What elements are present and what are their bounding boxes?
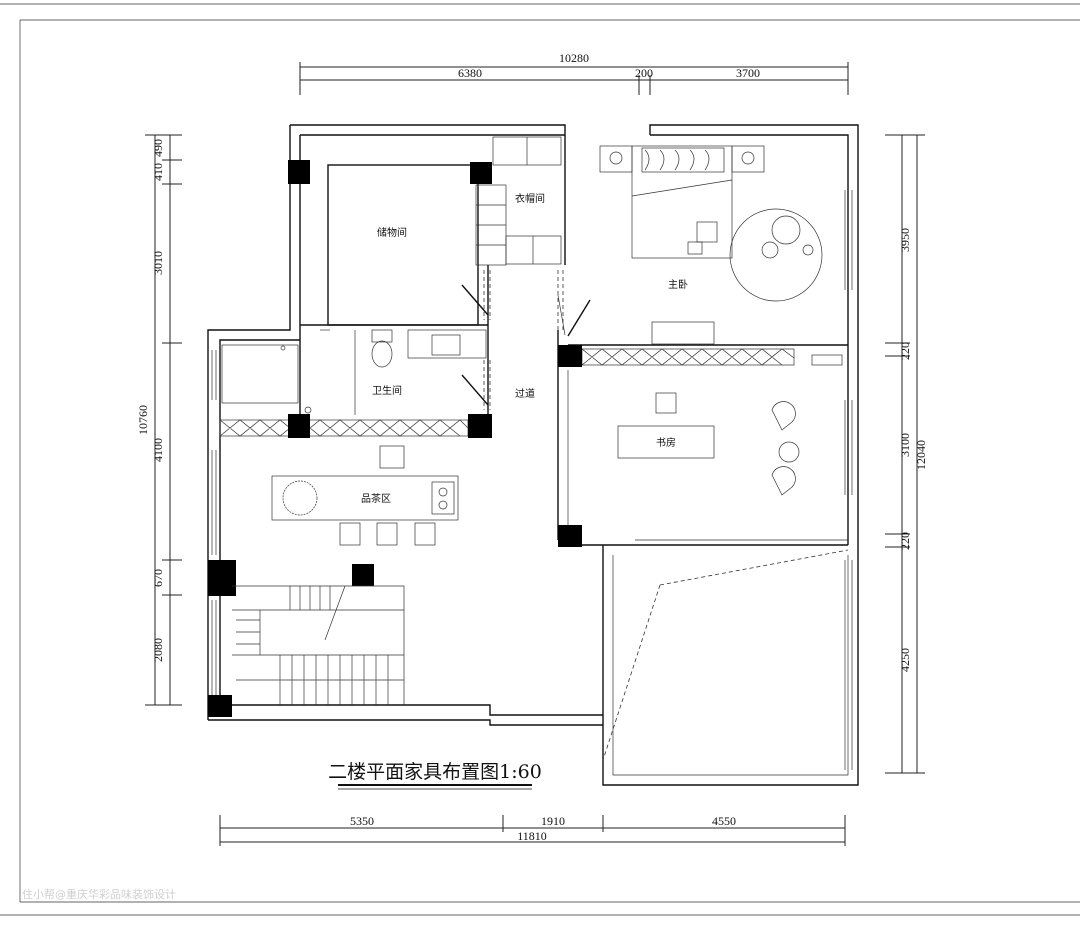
bathroom-fixtures xyxy=(221,329,487,414)
tea-area-furniture xyxy=(271,445,459,546)
dim-right-2: 220 xyxy=(898,342,912,360)
dim-top-b: 200 xyxy=(635,66,653,80)
right-dimension-chain: 3950 220 3100 220 4250 12040 xyxy=(885,134,928,774)
wardrobe-cabinets xyxy=(219,136,843,437)
dim-left-3: 3010 xyxy=(151,251,165,275)
label-storage-room: 储物间 xyxy=(377,226,407,239)
label-cloakroom: 衣帽间 xyxy=(515,192,545,205)
label-master-bedroom: 主卧 xyxy=(668,278,688,291)
dim-top-a: 6380 xyxy=(458,66,482,80)
watermark-text: 住小帮@重庆华彩品味装饰设计 xyxy=(22,887,176,901)
bottom-dimension-chain: 5350 1910 4550 11810 xyxy=(219,814,846,846)
label-tea-area: 品茶区 xyxy=(361,492,391,505)
dim-right-5: 4250 xyxy=(898,648,912,672)
top-dimension-chain: 10280 6380 200 3700 xyxy=(299,51,849,95)
dim-left-1: 490 xyxy=(151,139,165,157)
label-corridor: 过道 xyxy=(515,387,535,400)
dim-left-6: 2080 xyxy=(151,638,165,662)
dim-top-c: 3700 xyxy=(736,66,760,80)
dim-left-total: 10760 xyxy=(136,405,150,435)
dim-right-total: 12040 xyxy=(914,440,928,470)
dim-bottom-c: 4550 xyxy=(712,814,736,828)
doors xyxy=(461,270,591,410)
drawing-title: 二楼平面家具布置图1:60 xyxy=(328,761,542,783)
dim-left-4: 4100 xyxy=(151,438,165,462)
staircase xyxy=(232,585,405,705)
dim-left-5: 670 xyxy=(151,569,165,587)
label-study: 书房 xyxy=(656,436,676,449)
dim-bottom-b: 1910 xyxy=(541,814,565,828)
dim-bottom-a: 5350 xyxy=(350,814,374,828)
dim-right-3: 3100 xyxy=(898,433,912,457)
dim-right-4: 220 xyxy=(898,532,912,550)
dim-top-total: 10280 xyxy=(559,51,589,65)
label-bathroom: 卫生间 xyxy=(372,384,402,397)
dim-bottom-total: 11810 xyxy=(517,829,547,843)
dim-left-2: 410 xyxy=(151,163,165,181)
exterior-walls xyxy=(207,124,859,786)
left-dimension-chain: 10760 490 410 3010 4100 670 2080 xyxy=(136,134,182,706)
structural-columns xyxy=(208,160,582,717)
bedroom-furniture xyxy=(599,145,823,345)
study-furniture xyxy=(617,392,800,496)
dim-right-1: 3950 xyxy=(898,228,912,252)
